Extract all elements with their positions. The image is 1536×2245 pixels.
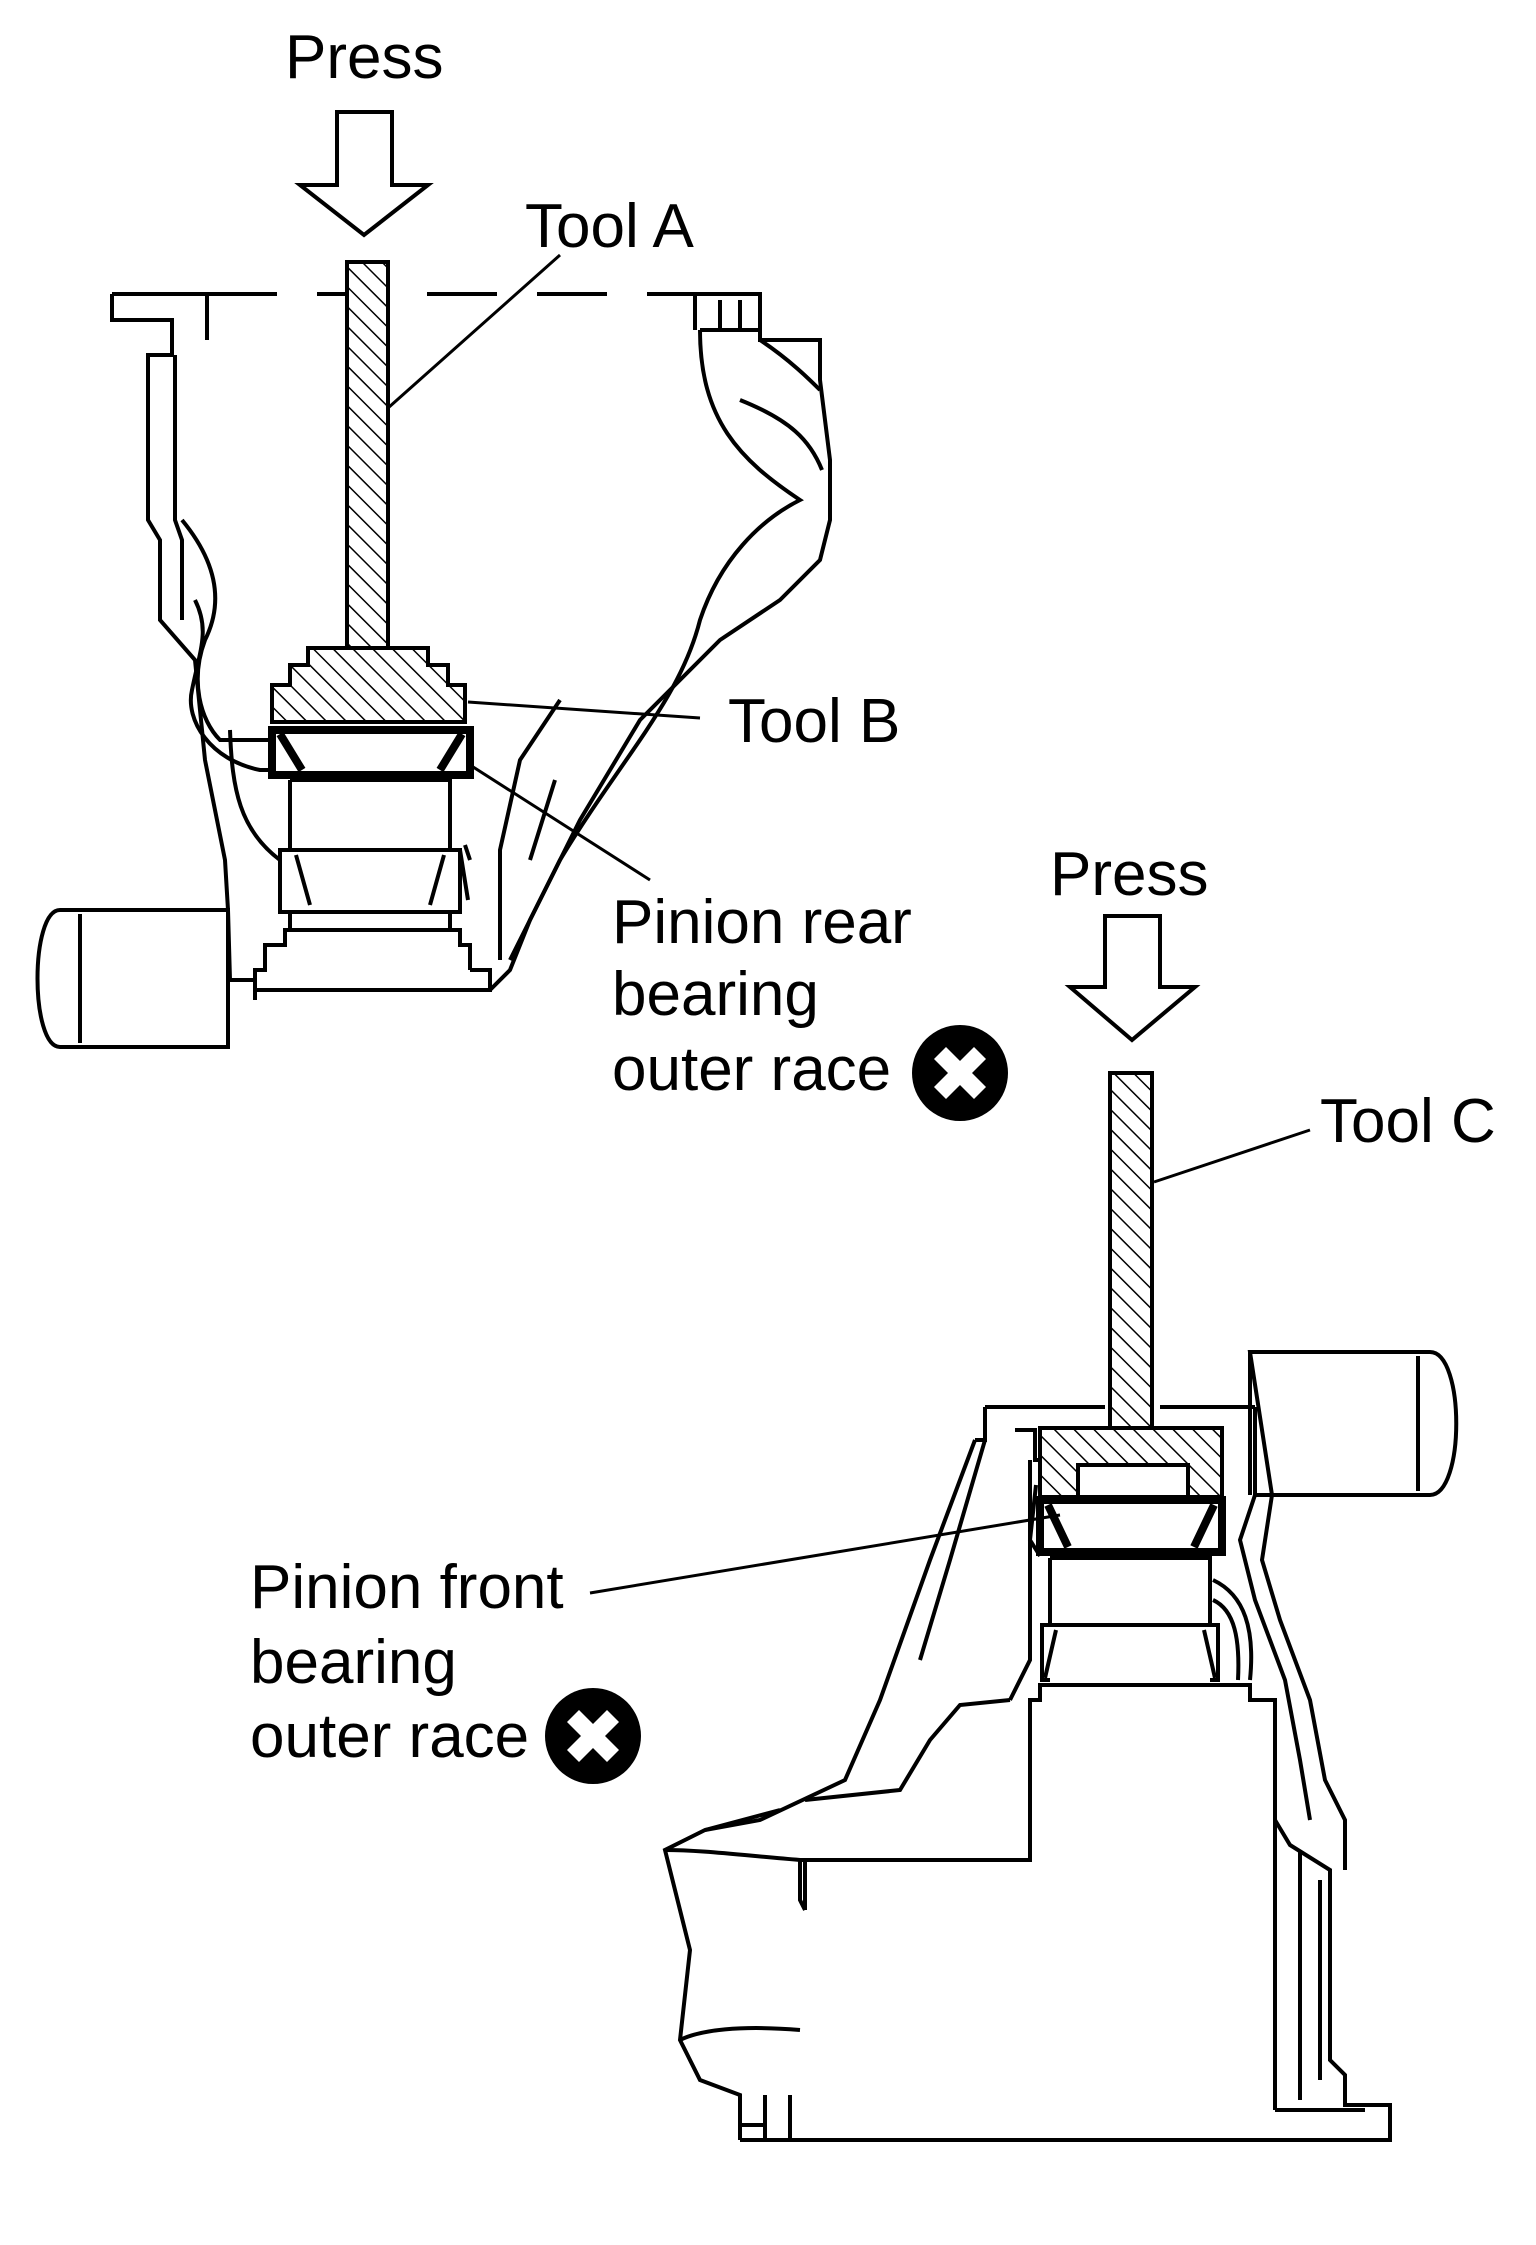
rear-race-label-1: Pinion rear [612, 888, 912, 957]
tool-b-label: Tool B [728, 687, 900, 756]
rear-race-label-2: bearing [612, 960, 819, 1029]
press-label-top: Press [285, 23, 443, 92]
press-label-bottom: Press [1050, 840, 1208, 909]
x-in-circle-icon [912, 1025, 1008, 1121]
rear-bearing-outer-race [268, 726, 474, 779]
front-race-figure: Press Tool C Pinion front bearing outer … [250, 840, 1496, 2142]
tool-c-head [1038, 1426, 1224, 1499]
transaxle-case-top [35, 292, 832, 1049]
front-race-leader [589, 1513, 1061, 1595]
tool-a-leader [387, 253, 561, 410]
down-arrow-icon [1064, 914, 1201, 1043]
rear-race-label-3: outer race [612, 1035, 891, 1104]
rear-race-leader [469, 763, 651, 882]
transaxle-case-bottom [662, 1350, 1459, 2142]
tool-c-label: Tool C [1320, 1087, 1496, 1156]
tool-a-head [270, 646, 467, 724]
tool-a-shaft [345, 260, 390, 650]
front-bearing-body [1027, 1484, 1220, 1682]
x-in-circle-icon [545, 1688, 641, 1784]
front-race-label-1: Pinion front [250, 1553, 564, 1622]
front-race-label-3: outer race [250, 1702, 529, 1771]
front-race-label-2: bearing [250, 1628, 457, 1697]
tool-b-leader [467, 700, 701, 720]
front-bearing-outer-race [1036, 1496, 1226, 1556]
tool-a-label: Tool A [525, 192, 695, 261]
tool-c-leader [1153, 1128, 1311, 1184]
rear-race-figure: Press Tool A Tool B Pinion rear bearing … [35, 23, 1008, 1121]
rear-bearing-body [278, 778, 472, 930]
tool-c-shaft [1108, 1071, 1154, 1430]
down-arrow-icon [294, 110, 434, 238]
